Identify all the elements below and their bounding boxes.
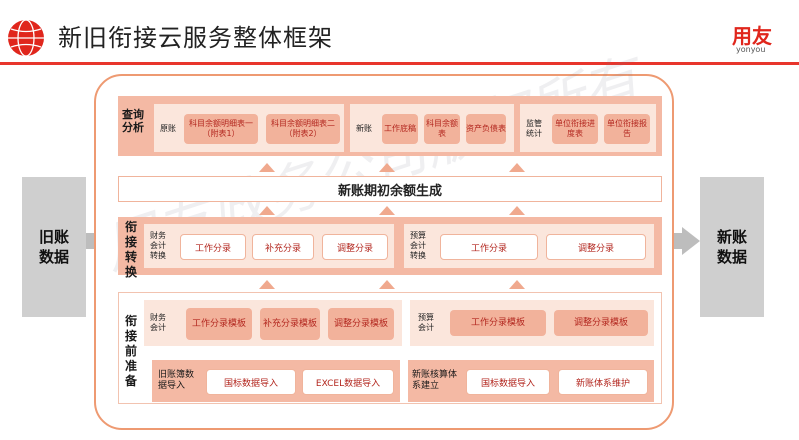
up-arrow-icon [259,206,275,215]
header-divider [0,62,799,65]
new-system-item-2[interactable]: 新账体系维护 [558,369,648,395]
new-account-data-box: 新账 数据 [700,177,764,317]
brand-logo-sub: yonyou [736,45,766,54]
query-old-item-2[interactable]: 科目余额明细表二（附表2） [266,114,340,144]
query-reg-item-1[interactable]: 单位衔接进度表 [552,114,598,144]
old-import-item-1[interactable]: 国标数据导入 [206,369,296,395]
query-reg-item-2[interactable]: 单位衔接报告 [604,114,650,144]
query-label: 查询 分析 [122,108,144,134]
convert-fin-item-2[interactable]: 补充分录 [252,234,314,260]
prepare-fin-item-3[interactable]: 调整分录模板 [328,308,394,340]
query-new-item-3[interactable]: 资产负债表 [466,114,506,144]
convert-fin-label: 财务会计转换 [150,231,166,260]
up-arrow-icon [509,206,525,215]
query-old-label: 原账 [160,124,176,133]
query-new-item-1[interactable]: 工作底稿 [382,114,418,144]
prepare-label: 衔接前准备 [124,314,137,388]
old-account-data-box: 旧账 数据 [22,177,86,317]
prepare-fin-item-2[interactable]: 补充分录模板 [260,308,320,340]
up-arrow-icon [379,280,395,289]
header-bar [0,0,799,62]
opening-balance-generation-bar: 新账期初余额生成 [118,176,662,202]
up-arrow-icon [379,206,395,215]
old-import-label: 旧账簿数据导入 [158,370,195,391]
new-system-item-1[interactable]: 国标数据导入 [466,369,550,395]
query-new-label: 新账 [356,124,372,133]
query-reg-label: 监管统计 [526,119,542,138]
prepare-bud-label: 预算会计 [418,313,434,332]
new-system-label: 新账核算体系建立 [412,370,458,391]
prepare-fin-item-1[interactable]: 工作分录模板 [186,308,252,340]
page-title: 新旧衔接云服务整体框架 [58,24,333,52]
prepare-bud-item-1[interactable]: 工作分录模板 [450,310,546,336]
right-arrow-icon [682,227,700,255]
query-old-item-1[interactable]: 科目余额明细表一（附表1） [184,114,258,144]
old-import-item-2[interactable]: EXCEL数据导入 [302,369,394,395]
brand-logo: 用友 [732,24,772,48]
convert-bud-item-2[interactable]: 调整分录 [546,234,646,260]
convert-bud-label: 预算会计转换 [410,231,426,260]
query-new-item-2[interactable]: 科目余额表 [424,114,460,144]
prepare-fin-label: 财务会计 [150,313,166,332]
up-arrow-icon [379,163,395,172]
globe-logo-icon [8,19,44,57]
up-arrow-icon [509,280,525,289]
convert-fin-item-1[interactable]: 工作分录 [180,234,246,260]
left-arrow-stem [86,233,96,249]
up-arrow-icon [259,163,275,172]
up-arrow-icon [509,163,525,172]
convert-fin-item-3[interactable]: 调整分录 [322,234,388,260]
up-arrow-icon [259,280,275,289]
convert-label: 衔接转换 [124,220,137,279]
right-arrow-stem [674,233,682,249]
convert-bud-item-1[interactable]: 工作分录 [440,234,538,260]
prepare-bud-item-2[interactable]: 调整分录模板 [554,310,648,336]
